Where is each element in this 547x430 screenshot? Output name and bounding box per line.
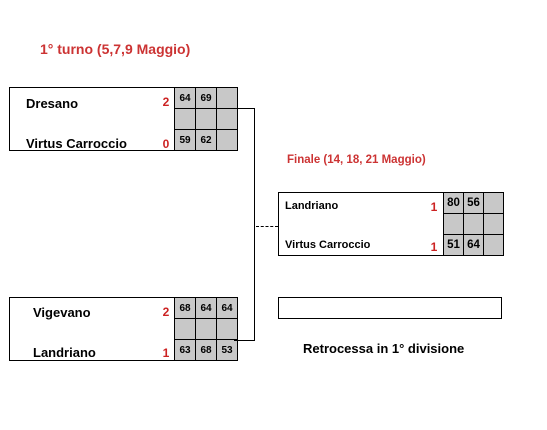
set-cell [216,318,238,340]
set-cell: 64 [216,297,238,319]
set-cell [483,213,504,235]
set-cell: 68 [195,339,217,361]
set-cell: 59 [174,129,196,151]
match1-team2-score: 0 [162,137,170,151]
final-team2-score: 1 [430,240,438,254]
match1-team1-score: 2 [162,95,170,109]
final-team1-name: Landriano [285,200,339,212]
final-team2-name: Virtus Carroccio [285,239,371,251]
set-cell [195,318,217,340]
set-cell [216,129,238,151]
set-cell [174,108,196,130]
set-cell: 64 [195,297,217,319]
set-cell: 64 [463,234,484,256]
match1-team2-name: Virtus Carroccio [26,136,127,151]
set-cell: 64 [174,87,196,109]
bracket-connector-vertical [254,108,255,340]
set-cell: 53 [216,339,238,361]
set-cell [174,318,196,340]
relegated-box [278,297,502,319]
set-cell: 63 [174,339,196,361]
set-cell: 69 [195,87,217,109]
bracket-connector-bottom [234,340,255,341]
bracket-connector-top [234,108,255,109]
match2-team2-name: Landriano [33,345,96,360]
set-cell: 51 [443,234,464,256]
set-cell [195,108,217,130]
bracket-connector-to-final [256,226,278,227]
set-cell: 62 [195,129,217,151]
match2-team2-score: 1 [162,346,170,360]
set-cell [216,87,238,109]
set-cell [216,108,238,130]
match2-team1-name: Vigevano [33,305,91,320]
match1-team1-name: Dresano [26,96,79,111]
set-cell: 56 [463,192,484,214]
final-title: Finale (14, 18, 21 Maggio) [287,154,426,166]
set-cell [443,213,464,235]
set-cell [463,213,484,235]
final-team1-score: 1 [430,200,438,214]
set-cell: 80 [443,192,464,214]
match1-sets-grid: 64 69 59 62 [174,87,238,151]
match2-team1-score: 2 [162,305,170,319]
set-cell [483,192,504,214]
relegated-label: Retrocessa in 1° divisione [303,341,465,356]
match2-sets-grid: 68 64 64 63 68 53 [174,297,238,361]
set-cell: 68 [174,297,196,319]
set-cell [483,234,504,256]
final-sets-grid: 80 56 51 64 [443,192,504,256]
round1-title: 1° turno (5,7,9 Maggio) [40,41,191,57]
